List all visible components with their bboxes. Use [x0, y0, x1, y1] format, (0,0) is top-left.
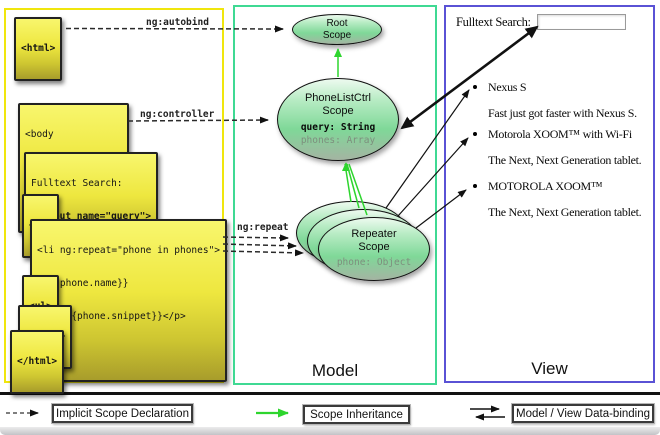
legend-divider [0, 392, 660, 395]
code-line: {{phone.name}} [37, 278, 129, 290]
scope-title-line: Scope [322, 104, 354, 117]
list-item-description: Fast just got faster with Nexus S. [488, 106, 637, 120]
code-box-html-close: </html> [10, 330, 65, 395]
ng-repeat-label: ng:repeat [237, 222, 289, 233]
code-line: <li ng:repeat="phone in phones"> [37, 245, 221, 257]
code-line: <body [25, 129, 54, 141]
scope-prop-phone: phone: Object [336, 257, 412, 269]
list-item: Nexus S Fast just got faster with Nexus … [470, 80, 656, 121]
root-scope-ellipse: Root Scope [292, 14, 382, 45]
code-line: </html> [17, 356, 58, 368]
scope-title-line: Scope [322, 29, 352, 41]
list-item-title-text: Nexus S [488, 80, 527, 94]
legend-model-view-databinding: Model / View Data-binding [512, 404, 654, 423]
view-column-label: View [531, 359, 568, 378]
phonelistctrl-scope-ellipse: PhoneListCtrl Scope query: String phones… [277, 78, 399, 161]
repeater-scope-ellipse: Repeater Scope phone: Object [318, 217, 430, 281]
scope-title-line: PhoneListCtrl [304, 91, 372, 104]
code-box-html-open: <html> [14, 17, 63, 82]
code-line: <p>{{phone.snippet}}</p> [37, 311, 186, 323]
model-column-label: Model [311, 361, 359, 380]
list-item-title-text: MOTOROLA XOOM™ [488, 179, 603, 193]
list-item-description: The Next, Next Generation tablet. [488, 153, 642, 167]
model-column: Model [233, 5, 437, 385]
list-item: MOTOROLA XOOM™ The Next, Next Generation… [470, 179, 656, 220]
bullet-icon [473, 184, 477, 188]
ng-controller-label: ng:controller [140, 109, 215, 120]
scope-title-line: Root [326, 18, 348, 29]
bullet-icon [473, 132, 477, 136]
legend-implicit-scope-declaration: Implicit Scope Declaration [52, 404, 193, 423]
scope-properties: query: String phones: Array [301, 122, 375, 148]
page-bottom-edge [0, 427, 660, 435]
fulltext-search-input[interactable] [537, 14, 626, 30]
legend-scope-inheritance: Scope Inheritance [303, 405, 410, 424]
list-item-title: Nexus S [470, 80, 656, 95]
list-item-title: MOTOROLA XOOM™ [470, 179, 656, 194]
ng-autobind-label: ng:autobind [146, 17, 209, 28]
scope-title-line: Scope [358, 241, 390, 254]
list-item-description: The Next, Next Generation tablet. [488, 205, 642, 219]
scope-prop-phones: phones: Array [300, 134, 376, 146]
bullet-icon [473, 85, 477, 89]
list-item: Motorola XOOM™ with Wi-Fi The Next, Next… [470, 127, 656, 168]
code-line: <html> [21, 43, 56, 55]
list-item-title: Motorola XOOM™ with Wi-Fi [470, 127, 656, 142]
code-line: Fulltext Search: [31, 178, 123, 190]
scope-title-line: Repeater [351, 227, 397, 240]
scope-prop-query: query: String [300, 121, 376, 133]
list-item-title-text: Motorola XOOM™ with Wi-Fi [488, 127, 632, 141]
fulltext-search-label: Fulltext Search: [456, 15, 531, 29]
